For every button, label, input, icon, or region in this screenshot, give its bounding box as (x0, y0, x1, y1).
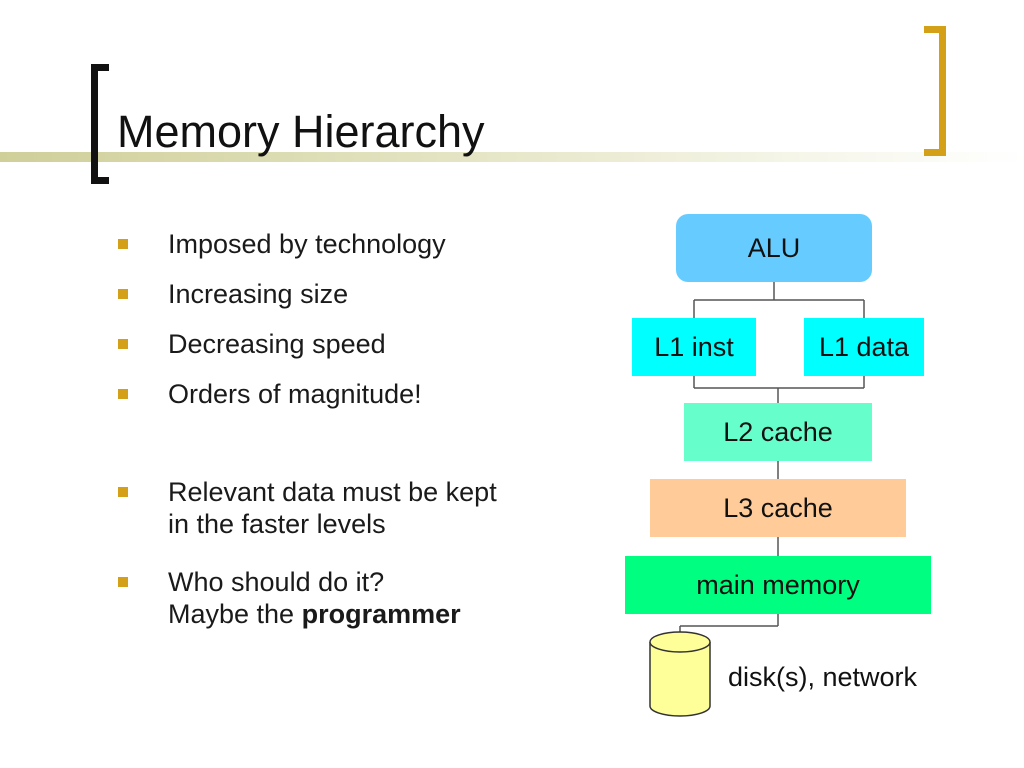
square-bullet-icon (118, 339, 128, 349)
bullet-text: Decreasing speed (168, 329, 386, 359)
l1-data-box: L1 data (804, 318, 924, 376)
square-bullet-icon (118, 239, 128, 249)
disk-network-label: disk(s), network (728, 662, 918, 692)
bullet-line: Relevant data must be kept (168, 477, 497, 507)
bullet-text: Relevant data must be kept in the faster… (168, 476, 497, 540)
bullet-text: Who should do it? Maybe the programmer (168, 566, 461, 630)
left-bracket-decoration (91, 64, 109, 184)
bullet-line-prefix: Maybe the (168, 599, 302, 629)
l2-cache-box: L2 cache (684, 403, 872, 461)
bullet-line: in the faster levels (168, 509, 386, 539)
square-bullet-icon (118, 487, 128, 497)
title-underline-bar (0, 152, 1024, 162)
bullet-line: Who should do it? (168, 567, 385, 597)
l3-cache-box: L3 cache (650, 479, 906, 537)
alu-box: ALU (676, 214, 872, 282)
square-bullet-icon (118, 289, 128, 299)
right-bracket-decoration (924, 26, 946, 156)
slide-title: Memory Hierarchy (117, 106, 485, 157)
l1-inst-box: L1 inst (632, 318, 756, 376)
disk-cylinder-icon (649, 631, 711, 717)
bullet-text: Increasing size (168, 279, 349, 309)
bullet-emphasis: programmer (301, 599, 461, 629)
square-bullet-icon (118, 577, 128, 587)
bullet-text: Imposed by technology (168, 229, 446, 259)
square-bullet-icon (118, 389, 128, 399)
bullet-text: Orders of magnitude! (168, 379, 422, 409)
main-memory-box: main memory (625, 556, 931, 614)
